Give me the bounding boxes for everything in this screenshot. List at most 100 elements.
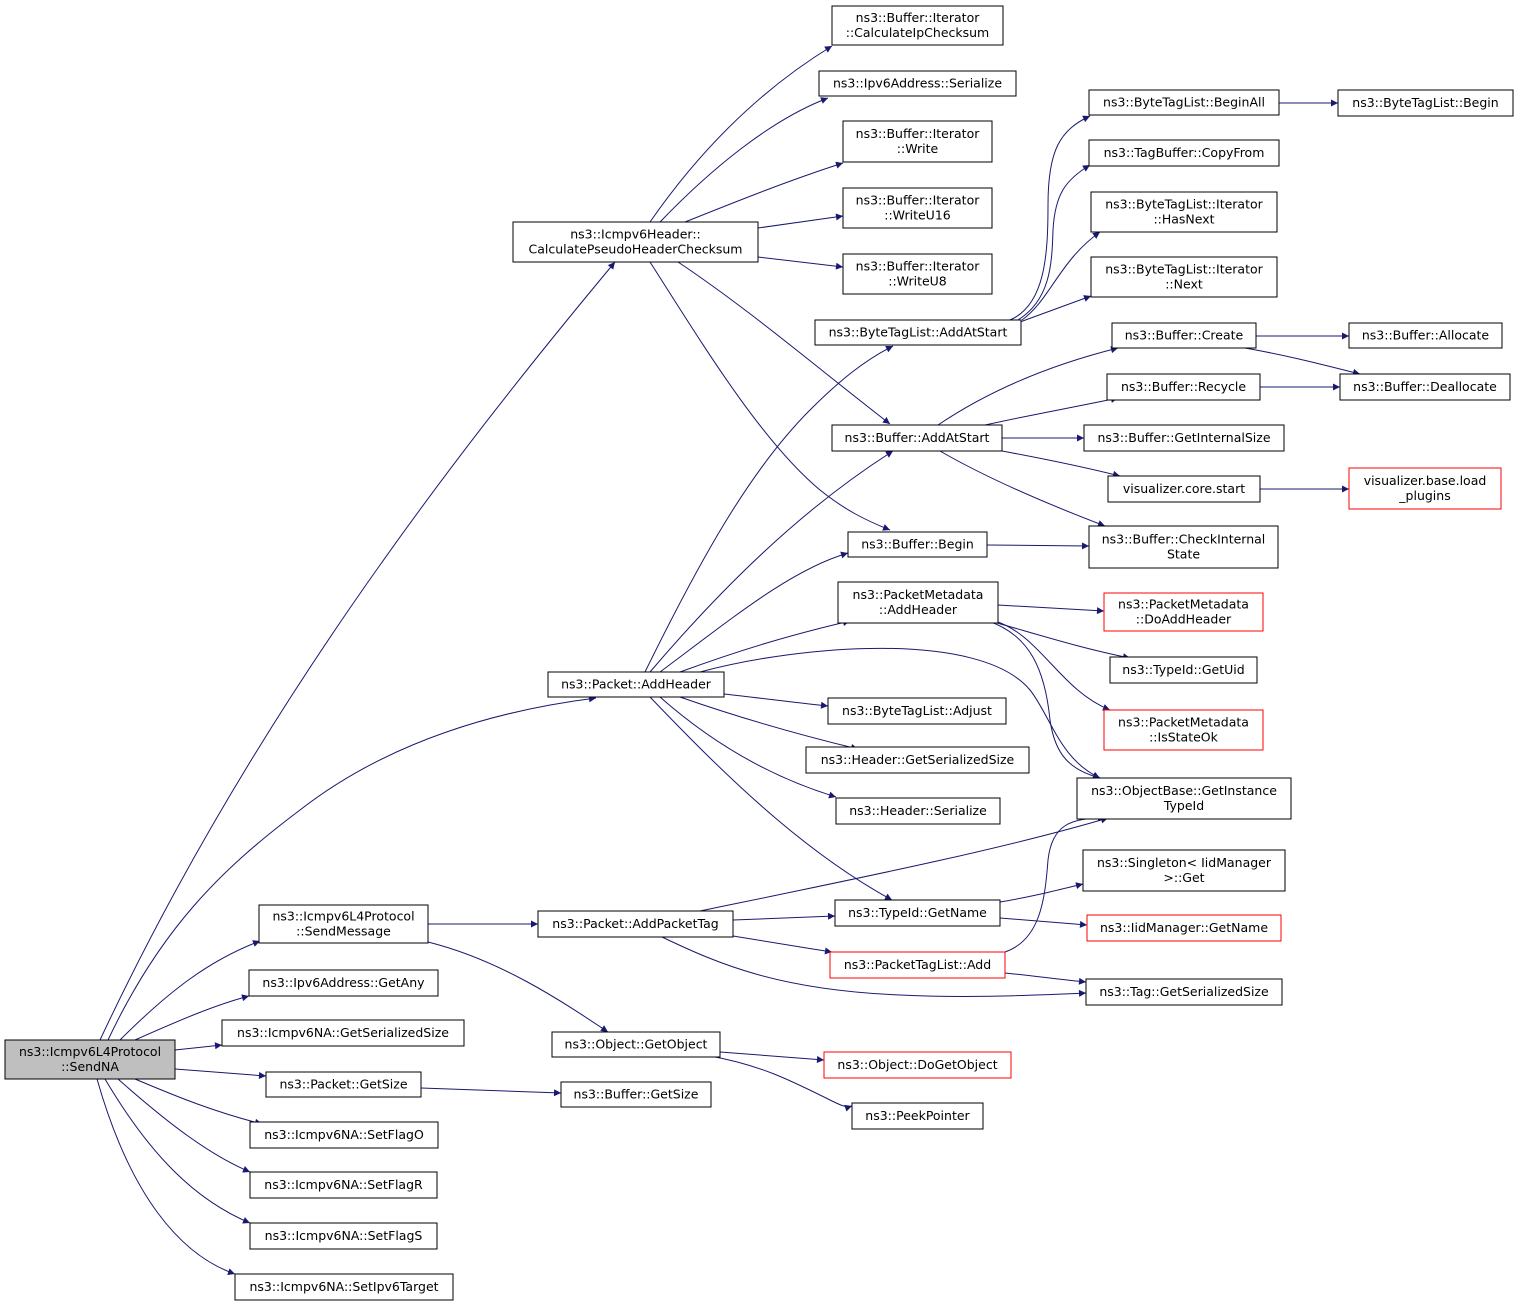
edge-ptladd-tagsize [1004, 972, 1087, 985]
node-dogetobject[interactable]: ns3::Object::DoGetObject [823, 1051, 1012, 1079]
node-label: ns3::Icmpv6L4Protocol [19, 1044, 161, 1059]
node-hdrser[interactable]: ns3::Header::Serialize [835, 797, 1001, 825]
node-label: >::Get [1163, 870, 1204, 885]
node-label: ns3::Tag::GetSerializedSize [1099, 984, 1269, 999]
node-box [831, 5, 1004, 46]
node-label: ::DoAddHeader [1136, 612, 1232, 627]
node-bufbegin[interactable]: ns3::Buffer::Begin [847, 531, 988, 558]
node-box [1106, 373, 1261, 401]
node-typename[interactable]: ns3::TypeId::GetName [834, 899, 1001, 927]
node-iidname[interactable]: ns3::IidManager::GetName [1086, 914, 1282, 942]
node-box [4, 1039, 176, 1080]
node-label: ns3::Packet::AddHeader [561, 677, 712, 692]
node-bufdealloc[interactable]: ns3::Buffer::Deallocate [1339, 373, 1511, 401]
node-bufsize[interactable]: ns3::Buffer::GetSize [560, 1081, 712, 1108]
node-box [560, 1081, 712, 1108]
edge-addpkttag-objinst [699, 816, 1109, 912]
node-nasize[interactable]: ns3::Icmpv6NA::GetSerializedSize [221, 1019, 465, 1047]
node-pmaddheader[interactable]: ns3::PacketMetadata::AddHeader [837, 581, 999, 624]
edges [96, 45, 1361, 1276]
node-box [1107, 475, 1261, 503]
node-peek[interactable]: ns3::PeekPointer [851, 1102, 984, 1130]
node-bufallocate[interactable]: ns3::Buffer::Allocate [1348, 322, 1503, 349]
node-bufaddatstart[interactable]: ns3::Buffer::AddAtStart [831, 424, 1003, 452]
node-label: ns3::Object::DoGetObject [837, 1057, 997, 1072]
node-btlbeginall[interactable]: ns3::ByteTagList::BeginAll [1088, 89, 1280, 116]
node-itwrite[interactable]: ns3::Buffer::Iterator::Write [842, 120, 993, 163]
edge-pktaddheader-typename [649, 696, 893, 901]
edge-pmaddheader-objinst [987, 620, 1101, 780]
node-btlbegin[interactable]: ns3::ByteTagList::Begin [1337, 89, 1514, 117]
node-label: ns3::Icmpv6Header:: [570, 227, 701, 242]
node-box [1103, 709, 1264, 751]
edge-addpkttag-typename [732, 912, 836, 921]
node-flagr[interactable]: ns3::Icmpv6NA::SetFlagR [249, 1171, 438, 1199]
node-box [248, 969, 439, 997]
node-bufcreate[interactable]: ns3::Buffer::Create [1111, 322, 1257, 349]
node-label: ns3::Buffer::GetInternalSize [1097, 430, 1270, 445]
node-itwriteu8[interactable]: ns3::Buffer::Iterator::WriteU8 [842, 253, 993, 295]
node-addpkttag[interactable]: ns3::Packet::AddPacketTag [537, 910, 734, 938]
node-bufrecycle[interactable]: ns3::Buffer::Recycle [1106, 373, 1261, 401]
edge-sendna-settarget [96, 1078, 236, 1276]
node-pmstate[interactable]: ns3::PacketMetadata::IsStateOk [1103, 709, 1264, 751]
node-box [1088, 525, 1279, 569]
node-ptladd[interactable]: ns3::PacketTagList::Add [829, 951, 1006, 979]
node-ipv6ser[interactable]: ns3::Ipv6Address::Serialize [818, 70, 1017, 97]
node-tagsize[interactable]: ns3::Tag::GetSerializedSize [1085, 978, 1283, 1006]
node-sendna[interactable]: ns3::Icmpv6L4Protocol::SendNA [4, 1039, 176, 1080]
node-label: ns3::Buffer::Iterator [856, 10, 981, 25]
edge-bufbegin-bufcheck [986, 542, 1090, 550]
node-label: ns3::Icmpv6NA::SetFlagR [264, 1177, 423, 1192]
node-calcip[interactable]: ns3::Buffer::Iterator::CalculateIpChecks… [831, 5, 1004, 46]
node-box [1111, 322, 1257, 349]
node-label: ::HasNext [1153, 212, 1214, 227]
node-itnext[interactable]: ns3::ByteTagList::Iterator::Next [1090, 256, 1278, 298]
node-flago[interactable]: ns3::Icmpv6NA::SetFlagO [249, 1121, 439, 1149]
node-label: ns3::Header::GetSerializedSize [821, 752, 1015, 767]
node-pktaddheader[interactable]: ns3::Packet::AddHeader [547, 671, 725, 698]
node-box [834, 899, 1001, 927]
node-calcpseudo[interactable]: ns3::Icmpv6Header::CalculatePseudoHeader… [512, 221, 759, 263]
node-flags[interactable]: ns3::Icmpv6NA::SetFlagS [249, 1222, 438, 1250]
edge-getobject-dogetobject [719, 1051, 825, 1063]
node-pmdoadd[interactable]: ns3::PacketMetadata::DoAddHeader [1103, 592, 1264, 632]
edge-calcpseudo-bufbegin [649, 261, 891, 531]
node-box [827, 697, 1007, 725]
node-label: ns3::Buffer::Begin [861, 537, 974, 552]
node-pktsize[interactable]: ns3::Packet::GetSize [265, 1071, 422, 1098]
edge-sendmsg-getobject [427, 941, 609, 1033]
node-bufinternal[interactable]: ns3::Buffer::GetInternalSize [1083, 424, 1285, 452]
node-label: ns3::TypeId::GetUid [1122, 662, 1244, 677]
node-settarget[interactable]: ns3::Icmpv6NA::SetIpv6Target [234, 1273, 454, 1301]
node-hdrsize[interactable]: ns3::Header::GetSerializedSize [805, 746, 1030, 774]
node-getobject[interactable]: ns3::Object::GetObject [551, 1031, 721, 1058]
node-tagcopy[interactable]: ns3::TagBuffer::CopyFrom [1088, 139, 1280, 167]
node-box [537, 910, 734, 938]
edge-pktaddheader-btladdatstart [644, 345, 894, 673]
node-box [551, 1031, 721, 1058]
node-box [847, 531, 988, 558]
node-singleton[interactable]: ns3::Singleton< IidManager>::Get [1082, 849, 1286, 892]
node-btladjust[interactable]: ns3::ByteTagList::Adjust [827, 697, 1007, 725]
node-label: ns3::Buffer::CheckInternal [1102, 532, 1266, 547]
node-typeuid[interactable]: ns3::TypeId::GetUid [1109, 656, 1258, 684]
node-box [1337, 89, 1514, 117]
node-hasnext[interactable]: ns3::ByteTagList::Iterator::HasNext [1090, 191, 1278, 233]
node-label: ns3::Buffer::Deallocate [1353, 379, 1497, 394]
node-box [1088, 89, 1280, 116]
node-btladdatstart[interactable]: ns3::ByteTagList::AddAtStart [814, 319, 1022, 346]
node-viscore[interactable]: visualizer.core.start [1107, 475, 1261, 503]
node-visbase[interactable]: visualizer.base.load_plugins [1348, 467, 1502, 510]
node-label: ns3::Buffer::Allocate [1362, 328, 1490, 343]
node-label: _plugins [1398, 488, 1450, 503]
node-box [842, 120, 993, 163]
edge-pktaddheader-hdrser [659, 696, 837, 799]
node-label: ns3::ObjectBase::GetInstance [1091, 783, 1277, 798]
node-itwriteu16[interactable]: ns3::Buffer::Iterator::WriteU16 [842, 187, 993, 229]
node-ipv6any[interactable]: ns3::Ipv6Address::GetAny [248, 969, 439, 997]
node-sendmsg[interactable]: ns3::Icmpv6L4Protocol::SendMessage [258, 904, 429, 944]
